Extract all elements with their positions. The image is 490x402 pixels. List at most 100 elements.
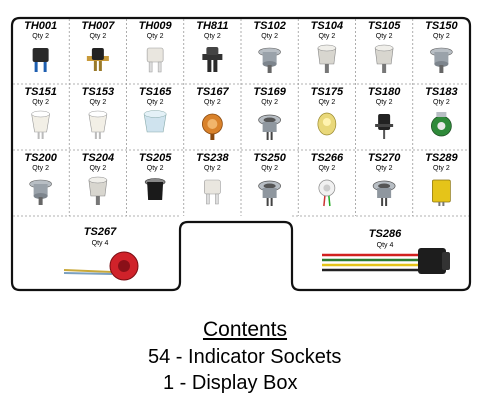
cup-socket-icon: [317, 44, 337, 73]
socket-code: TS104: [311, 20, 343, 32]
socket-code: TH001: [24, 20, 57, 32]
cup-socket-icon: [88, 176, 108, 205]
socket-code: TH811: [196, 20, 228, 32]
socket-code: TS205: [139, 152, 172, 164]
yellow-block-socket-icon: [432, 179, 451, 206]
clear-cup-socket-icon: [143, 110, 167, 133]
socket-code: TH009: [139, 20, 173, 32]
white-cup-socket-icon: [88, 110, 108, 139]
green-socket-icon: [431, 112, 452, 137]
cup-socket-icon: [374, 44, 394, 73]
socket-qty: Qty 2: [147, 99, 164, 106]
socket-qty: Qty 2: [147, 165, 164, 172]
socket-qty: Qty 2: [32, 99, 49, 106]
white-cup-socket-icon: [31, 110, 50, 139]
black-wired-socket-icon: [322, 248, 450, 274]
socket-code: TS200: [24, 152, 57, 164]
socket-code: TS266: [311, 152, 344, 164]
socket-qty: Qty 2: [32, 165, 49, 172]
contents-item-display-box: 1 - Display Box: [163, 372, 298, 394]
socket-qty: Qty 2: [376, 99, 393, 106]
socket-qty: Qty 2: [319, 99, 336, 106]
socket-qty: Qty 2: [90, 165, 107, 172]
chrome-bezel-socket-icon: [258, 47, 281, 73]
socket-code: TS238: [196, 152, 229, 164]
socket-qty: Qty 2: [319, 165, 336, 172]
socket-qty: Qty 2: [319, 33, 336, 40]
socket-qty: Qty 2: [90, 33, 107, 40]
socket-qty: Qty 2: [90, 99, 107, 106]
socket-qty: Qty 2: [376, 33, 393, 40]
socket-code: TS204: [82, 152, 114, 164]
socket-code: TS169: [253, 86, 286, 98]
socket-qty: Qty 2: [32, 33, 49, 40]
wired-socket-icon: [318, 179, 336, 207]
socket-qty: Qty 2: [204, 165, 221, 172]
chrome-ring-socket-icon: [258, 180, 281, 206]
grid-lines: [13, 19, 469, 217]
black-twist-socket-icon: [202, 47, 223, 72]
white-base-socket-icon: [204, 179, 221, 205]
twin-pin-socket-icon: [32, 48, 49, 72]
chrome-bezel-socket-icon: [29, 179, 52, 205]
socket-code: TS150: [425, 20, 458, 32]
socket-qty: Qty 2: [433, 165, 450, 172]
socket-code: TS167: [196, 86, 229, 98]
chrome-ring-socket-icon: [258, 114, 281, 140]
socket-code: TS183: [425, 86, 457, 98]
socket-qty: Qty 4: [92, 240, 109, 247]
white-base-socket-icon: [146, 47, 164, 73]
socket-qty: Qty 2: [204, 99, 221, 106]
chrome-bezel-socket-icon: [430, 47, 453, 73]
socket-qty: Qty 2: [261, 165, 278, 172]
socket-qty: Qty 2: [433, 33, 450, 40]
socket-code: TS175: [311, 86, 344, 98]
socket-code: TS270: [368, 152, 401, 164]
socket-code: TS165: [139, 86, 172, 98]
chrome-ring-socket-icon: [372, 180, 396, 206]
socket-code: TS286: [369, 228, 402, 240]
red-wired-socket-icon: [63, 251, 139, 281]
box-outline: [10, 16, 472, 292]
socket-code: TS250: [253, 152, 286, 164]
bracket-socket-icon: [86, 48, 109, 71]
socket-code: TS267: [84, 226, 117, 238]
socket-code: TS151: [24, 86, 56, 98]
socket-code: TS105: [368, 20, 401, 32]
contents-item-sockets: 54 - Indicator Sockets: [148, 346, 342, 368]
socket-code: TS153: [82, 86, 114, 98]
socket-code: TS102: [253, 20, 285, 32]
black-cup-socket-icon: [144, 178, 166, 200]
socket-qty: Qty 2: [261, 33, 278, 40]
socket-code: TS289: [425, 152, 458, 164]
socket-qty: Qty 4: [377, 242, 394, 249]
socket-code: TS180: [368, 86, 401, 98]
socket-qty: Qty 2: [147, 33, 164, 40]
socket-qty: Qty 2: [433, 99, 450, 106]
orange-socket-icon: [201, 113, 223, 140]
